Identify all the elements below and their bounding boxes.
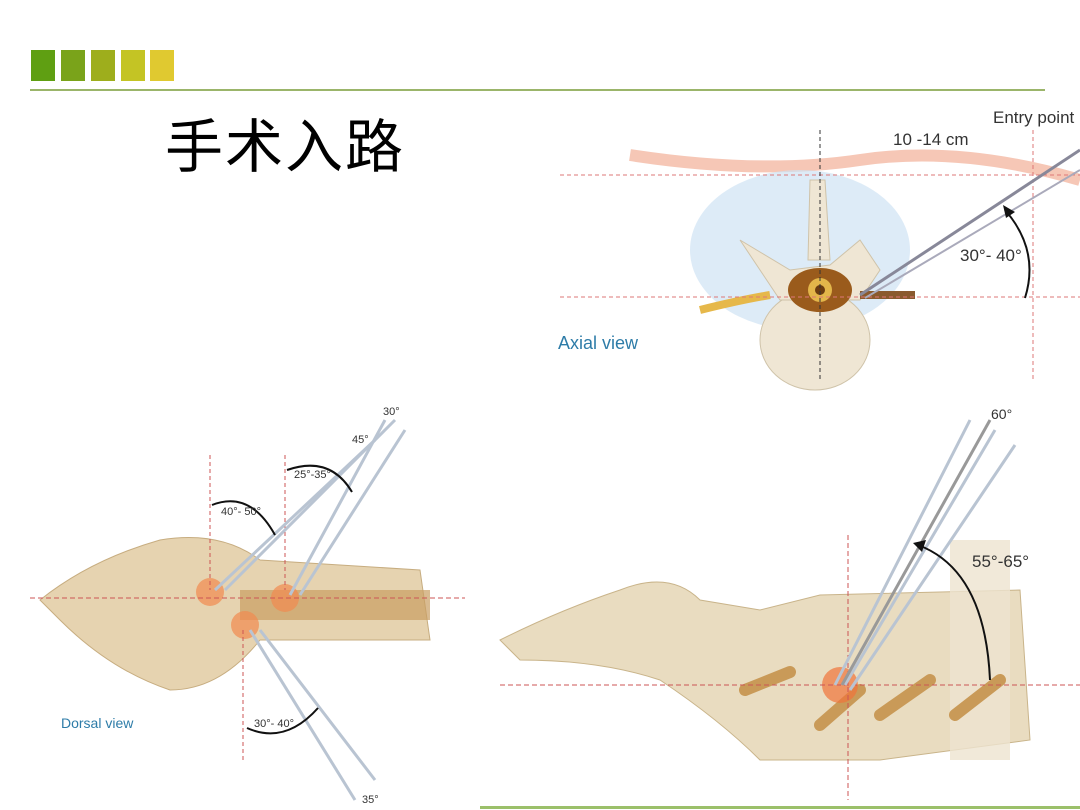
lateral-view-illustration [499,419,1080,800]
axial-view-illustration [560,130,1080,391]
entry-point-label: Entry point [993,108,1075,127]
dorsal-view-label: Dorsal view [61,715,134,731]
lateral-angle-60: 60° [991,406,1013,422]
dorsal-angle-30: 30° [383,406,400,418]
accent-square-1 [31,50,55,81]
dorsal-angle-35: 35° [362,794,379,806]
distance-label: 10 -14 cm [893,130,969,149]
slide-title: 手术入路 [165,113,406,181]
dorsal-angle-25-35: 25°-35° [294,469,331,481]
header-rule [30,89,1045,91]
dorsal-angle-45: 45° [352,434,369,446]
axial-view-label: Axial view [558,333,639,353]
accent-square-2 [61,50,85,81]
accent-square-4 [121,50,145,81]
dorsal-angle-30-40: 30°- 40° [254,718,294,730]
dorsal-view-illustration [30,418,465,801]
accent-square-3 [91,50,115,81]
axial-angle-label: 30°- 40° [960,246,1022,265]
footer-rule [480,806,1080,809]
dorsal-angle-40-50: 40°- 50° [221,506,261,518]
lateral-angle-55-65: 55°-65° [972,552,1030,571]
accent-square-5 [150,50,174,81]
